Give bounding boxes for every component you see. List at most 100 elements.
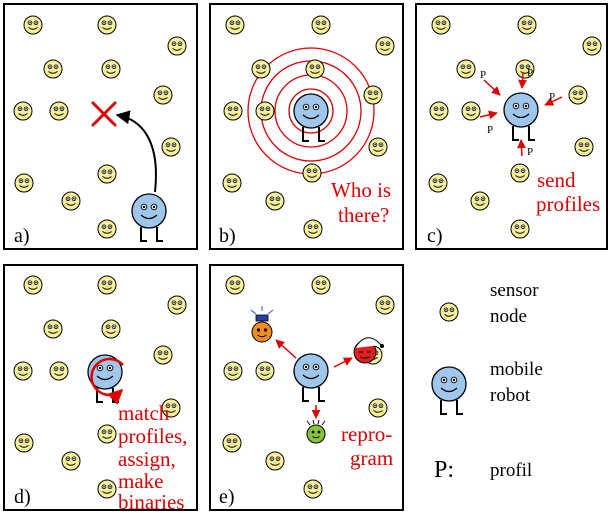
robots	[87, 92, 539, 415]
mobile-robot-icon	[503, 92, 539, 141]
p-marker: P	[527, 146, 533, 158]
sensor-node-icon	[153, 345, 173, 365]
legend-p-key: P:	[434, 457, 454, 483]
sensor-node-icon	[302, 163, 322, 183]
panel-a-move-arrow	[115, 110, 157, 193]
panel-b-text-line2: there?	[338, 203, 389, 227]
sensor-node-icon	[101, 59, 121, 79]
sensor-node-icon	[368, 137, 388, 157]
sensor-node-icon	[363, 85, 383, 105]
sensor-node-icon	[49, 361, 69, 381]
panel-d-text-line2: profiles,	[118, 424, 187, 448]
sensor-node-icon	[311, 275, 331, 295]
sensor-node-icon	[13, 101, 33, 121]
panel-e-label: e)	[219, 486, 235, 508]
panel-c-text-line1: send	[537, 168, 576, 192]
sensor-node-icon	[97, 424, 117, 444]
sensor-node-icon	[97, 479, 117, 499]
sensor-node-icon	[515, 59, 535, 79]
mobile-robot-icon	[431, 366, 467, 415]
sensor-node-icon	[167, 36, 187, 56]
panel-e-text-line2: gram	[350, 446, 393, 470]
sensor-node-icon	[161, 137, 181, 157]
sensor-node-icon	[510, 219, 530, 239]
p-marker: P	[480, 69, 486, 81]
sensor-node-icon	[305, 59, 325, 79]
sensor-node-icon	[517, 15, 537, 35]
sensor-node-icon	[368, 398, 388, 418]
sensor-node-icon	[223, 101, 243, 121]
legend-sensor-line2: node	[490, 306, 527, 327]
panel-b-text-line1: Who is	[331, 178, 391, 202]
sensor-node-icon	[49, 101, 69, 121]
sensor-node-icon	[461, 101, 481, 121]
sensor-node-icon	[251, 59, 271, 79]
legend: sensor node mobile robot P: profil	[434, 280, 543, 483]
sensor-node-icon	[431, 15, 451, 35]
panel-b-label: b)	[219, 225, 236, 247]
sensor-node-icon	[303, 479, 323, 499]
mobile-robot-icon	[293, 93, 329, 142]
panel-e-green-node-icon	[306, 419, 326, 444]
sensor-nodes	[13, 15, 602, 499]
panel-d-self-loop-arrow	[90, 357, 124, 405]
sensor-node-icon	[303, 219, 323, 239]
sensor-node-icon	[167, 295, 187, 315]
sensor-node-icon	[456, 59, 476, 79]
sensor-node-icon	[14, 173, 34, 193]
sensor-node-icon	[470, 191, 490, 211]
sensor-node-icon	[429, 101, 449, 121]
sensor-node-icon	[375, 295, 395, 315]
sensor-node-icon	[255, 101, 275, 121]
sensor-node-icon	[225, 275, 245, 295]
panel-e-police-node-icon	[250, 306, 274, 343]
sensor-node-icon	[43, 319, 63, 339]
sensor-node-icon	[161, 398, 181, 418]
panel-d-text-line5: binaries	[118, 490, 184, 513]
sensor-node-icon	[225, 15, 245, 35]
sensor-node-icon	[223, 361, 243, 381]
sensor-node-icon	[23, 275, 43, 295]
sensor-node-icon	[574, 137, 594, 157]
sensor-node-icon	[265, 191, 285, 211]
panel-a-target-x-icon	[91, 101, 117, 127]
sensor-node-icon	[97, 275, 117, 295]
panel-c-label: c)	[427, 225, 443, 247]
panel-a-frame	[3, 3, 198, 250]
panel-d-text-line1: match	[118, 401, 170, 425]
sensor-node-icon	[568, 85, 588, 105]
panel-c-profile-markers: P P P P P	[480, 67, 555, 158]
sensor-node-icon	[23, 15, 43, 35]
panel-e-text-line1: repro-	[341, 422, 392, 446]
p-marker: P	[527, 67, 533, 79]
p-marker: P	[549, 91, 555, 103]
sensor-node-icon	[14, 433, 34, 453]
sensor-node-icon	[153, 85, 173, 105]
sensor-node-icon	[255, 361, 275, 381]
panel-d-text-line4: make	[118, 469, 163, 493]
mobile-robot-icon	[131, 193, 167, 242]
panel-d-label: d)	[14, 486, 31, 508]
sensor-node-icon	[43, 59, 63, 79]
sensor-node-icon	[13, 361, 33, 381]
sensor-node-icon	[97, 15, 117, 35]
sensor-node-icon	[375, 36, 395, 56]
sensor-node-icon	[97, 219, 117, 239]
sensor-node-icon	[311, 15, 331, 35]
legend-p-value: profil	[490, 460, 532, 481]
sensor-node-icon	[97, 164, 117, 184]
sensor-node-icon	[582, 36, 602, 56]
sensor-node-icon	[101, 319, 121, 339]
legend-robot-line2: robot	[490, 385, 531, 406]
sensor-node-icon	[61, 191, 81, 211]
sensor-node-icon	[439, 302, 459, 322]
panel-c-frame	[415, 3, 608, 250]
mobile-robot-icon	[293, 353, 329, 402]
sensor-node-icon	[510, 163, 530, 183]
panel-e-reprogram-arrows	[275, 339, 353, 419]
sensor-node-icon	[61, 451, 81, 471]
sensor-node-icon	[428, 173, 448, 193]
panel-c-profile-arrows	[479, 71, 563, 157]
panel-e-sleepy-node-icon	[353, 337, 384, 364]
